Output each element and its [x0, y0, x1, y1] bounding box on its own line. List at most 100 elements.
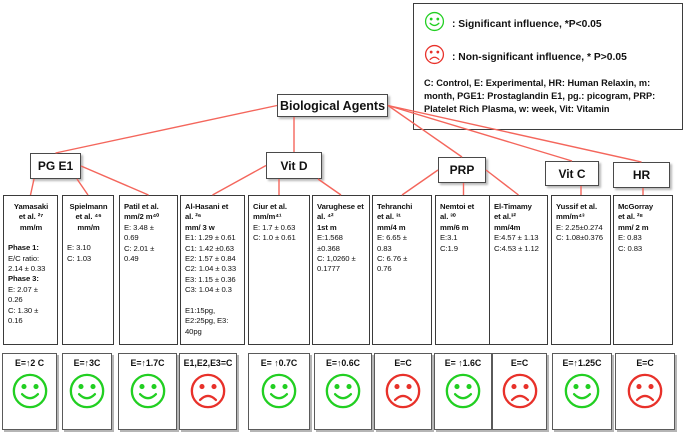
study-value-line: C:4.53 ± 1.12: [494, 243, 539, 253]
legend-box: : Significant influence, *P<0.05 : Non-s…: [413, 3, 683, 130]
study-value-line: ±0.368: [317, 243, 340, 253]
study-value-line: C: 1.03: [67, 253, 92, 263]
study-title-line: Yussif et al.: [556, 202, 597, 211]
result-label: E=C: [394, 358, 412, 368]
study-title-line: et al. ²⁷: [18, 212, 44, 222]
result-face-holder: [189, 372, 227, 415]
connector-line: [29, 178, 35, 196]
study-title-line: mm/2 m⁴⁰: [124, 212, 160, 222]
study-title-line: mm/ 2 m: [618, 222, 649, 232]
study-title-line: Patil et al.: [124, 202, 159, 211]
result-label: E= ↑0.7C: [260, 358, 298, 368]
connector-line: [485, 169, 519, 196]
result-box: E=↑0.6C: [314, 353, 372, 430]
study-title-line: mm/m⁴³: [556, 212, 585, 222]
study-value-line: 0.16: [8, 316, 23, 326]
result-label: E=↑3C: [73, 358, 101, 368]
result-face-holder: [444, 372, 482, 415]
result-box: E= ↑1.6C: [434, 353, 492, 430]
study-value-line: C:1.9: [440, 243, 458, 253]
result-box: E= ↑0.7C: [248, 353, 310, 430]
result-box: E=↑2 C: [2, 353, 57, 430]
connector-line: [55, 104, 278, 154]
connector-line: [80, 165, 149, 196]
result-label: E=C: [636, 358, 654, 368]
study-value-line: C: 6.76 ±: [377, 254, 408, 264]
study-title-line: Yamasaki: [13, 202, 49, 211]
study-value-line: C: 1.30 ±: [8, 305, 39, 315]
category-node-vitd: Vit D: [266, 152, 322, 179]
study-title: Ciur et al.mm/m⁴¹: [253, 202, 306, 223]
study-title-line: Ciur et al.: [253, 202, 287, 211]
study-value-line: E: 3.48 ±: [124, 222, 154, 232]
study-title-line: 1st m: [317, 222, 337, 232]
study-title-line: al. ³⁰: [440, 212, 456, 222]
sad-face-icon: [424, 44, 445, 65]
study-value-line: E1:15pg,: [185, 306, 215, 316]
legend-nonsignificant-row: : Non-significant influence, * P>0.05: [424, 44, 672, 70]
category-label-vitd: Vit D: [280, 158, 308, 173]
result-face-holder: [129, 372, 167, 415]
study-value-line: 0.69: [124, 233, 139, 243]
category-node-prp: PRP: [438, 157, 486, 183]
study-value-line: E2:25pg, E3:: [185, 316, 229, 326]
study-value-line: E:3.1: [440, 233, 458, 243]
smiley-face-icon: [325, 373, 361, 409]
study-value-line: E:1.568: [317, 233, 343, 243]
study-value-line: 0.83: [377, 243, 392, 253]
result-face-holder: [68, 372, 106, 415]
study-title-line: mm/m⁴¹: [253, 212, 282, 222]
study-title-line: al. ⁴²: [317, 212, 334, 222]
study-value-line: E:4.57 ± 1.13: [494, 233, 539, 243]
study-value-line: E: 6.65 ±: [377, 233, 407, 243]
category-label-vitc: Vit C: [558, 166, 586, 181]
study-value-line: E3: 1.15 ± 0.36: [185, 274, 236, 284]
study-value-line: E: 2.25±0.274: [556, 222, 603, 232]
sad-face-icon: [385, 373, 421, 409]
smiley-face-icon: [445, 373, 481, 409]
study-value-line: 0.26: [8, 295, 23, 305]
category-node-vitc: Vit C: [545, 161, 599, 186]
study-title: Patil et al.mm/2 m⁴⁰: [124, 202, 174, 223]
connector-line: [401, 169, 439, 196]
connector-line: [317, 178, 342, 196]
result-label: E=↑1.7C: [130, 358, 165, 368]
study-title-line: McGorray: [618, 202, 654, 211]
sad-face-icon: [190, 373, 226, 409]
result-face-holder: [626, 372, 664, 415]
study-title-line: mm/ 3 w: [185, 222, 215, 232]
study-value-line: 40pg: [185, 326, 202, 336]
result-label: E=↑1.25C: [562, 358, 602, 368]
category-label-hr: HR: [632, 168, 651, 182]
result-label: E=↑0.6C: [326, 358, 360, 368]
result-face-holder: [501, 372, 539, 415]
smiley-face-icon: [564, 373, 600, 409]
category-node-hr: HR: [613, 162, 670, 188]
study-title-line: mm/4 m: [377, 222, 406, 232]
result-box: E=↑1.7C: [118, 353, 177, 430]
result-label: E=C: [510, 358, 529, 368]
study-title-line: Varughese et: [317, 202, 364, 211]
study-title-line: et al. ²⁸: [618, 212, 643, 222]
study-title-line: et al. ⁴⁶: [75, 212, 102, 222]
study-value-line: 0.76: [377, 264, 392, 274]
study-title-line: mm/m: [77, 222, 100, 232]
study-value-line: C: 1,0260 ±: [317, 254, 356, 264]
legend-significant-label: : Significant influence, *P<0.05: [452, 18, 602, 30]
study-value-line: Phase 1:: [8, 243, 39, 253]
result-label: E=↑2 C: [14, 358, 45, 368]
study-title: Yussif et al.mm/m⁴³: [556, 202, 607, 223]
sad-face-icon: [627, 373, 663, 409]
